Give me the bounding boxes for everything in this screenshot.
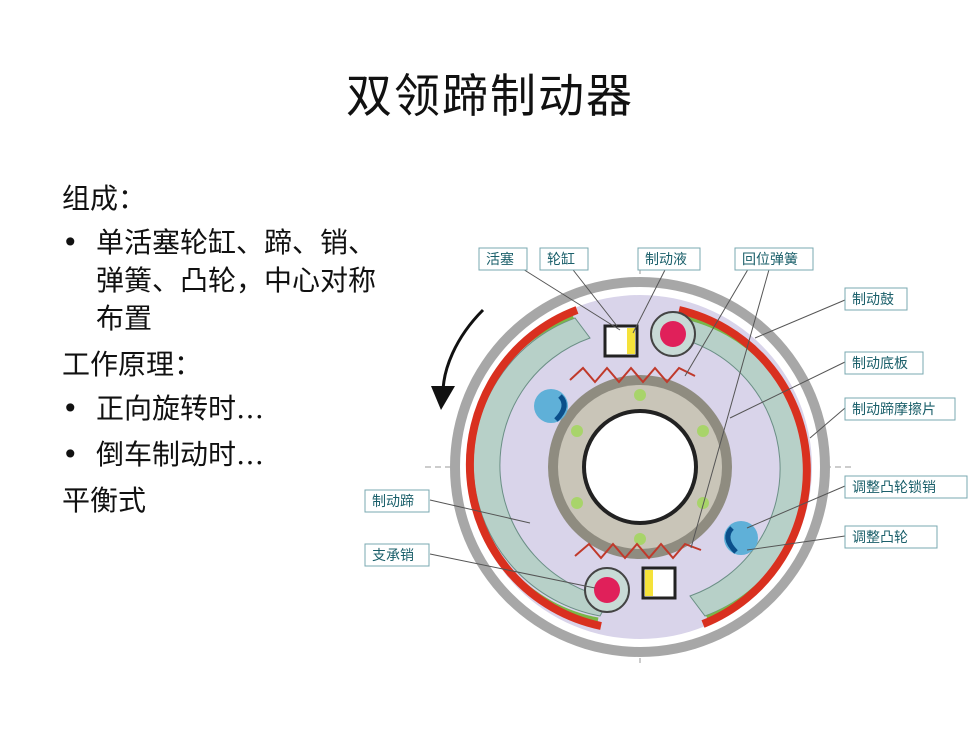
support-pin-bottom <box>594 577 620 603</box>
label-backing-plate: 制动底板 <box>844 351 924 375</box>
label-brake-drum: 制动鼓 <box>844 287 908 311</box>
hub-hole <box>582 409 698 525</box>
label-lining: 制动蹄摩擦片 <box>844 397 956 421</box>
return-spring-bottom <box>574 542 702 560</box>
lining-red-left <box>465 306 602 630</box>
svg-text:制动蹄: 制动蹄 <box>372 493 414 510</box>
composition-heading: 组成： <box>62 182 147 215</box>
label-wheel-cylinder: 轮缸 <box>539 247 589 271</box>
lining-red-right <box>678 306 811 628</box>
svg-text:调整凸轮: 调整凸轮 <box>852 530 908 546</box>
composition-bullet: • 单活塞轮缸、蹄、销、弹簧、凸轮，中心对称布置 <box>62 224 392 338</box>
support-pin-top <box>660 321 686 347</box>
adjust-cam-left <box>534 389 568 423</box>
bullet-dot-icon: • <box>62 438 79 471</box>
bullet-text: 单活塞轮缸、蹄、销、弹簧、凸轮，中心对称布置 <box>96 226 377 335</box>
hub-bolts <box>571 389 709 545</box>
svg-text:制动底板: 制动底板 <box>852 356 908 372</box>
label-adjust-cam: 调整凸轮 <box>844 525 938 549</box>
piston-bottom <box>645 570 653 596</box>
svg-text:回位弹簧: 回位弹簧 <box>742 252 798 268</box>
svg-text:支承销: 支承销 <box>372 548 414 564</box>
bullet-text: 倒车制动时… <box>96 438 265 471</box>
leader-lines <box>429 265 846 589</box>
principle-bullet: • 倒车制动时… <box>62 436 392 474</box>
bolt <box>571 425 583 437</box>
balanced-text: 平衡式 <box>62 484 147 517</box>
svg-text:制动液: 制动液 <box>645 252 687 268</box>
bolt <box>697 497 709 509</box>
svg-text:调整凸轮锁销: 调整凸轮锁销 <box>852 480 936 496</box>
rotation-arrowhead-icon <box>431 386 455 410</box>
bolt <box>634 389 646 401</box>
svg-text:制动鼓: 制动鼓 <box>852 292 894 308</box>
return-spring-top <box>569 366 696 384</box>
bullet-dot-icon: • <box>62 392 79 425</box>
slide-title: 双领蹄制动器 <box>346 69 634 123</box>
principle-heading: 工作原理： <box>62 348 203 381</box>
text-content: 组成： • 单活塞轮缸、蹄、销、弹簧、凸轮，中心对称布置 工作原理： • 正向旋… <box>62 180 392 526</box>
svg-text:活塞: 活塞 <box>486 251 514 268</box>
label-piston: 活塞 <box>478 247 528 271</box>
svg-text:制动蹄摩擦片: 制动蹄摩擦片 <box>852 401 936 418</box>
label-support-pin: 支承销 <box>364 543 430 567</box>
bolt <box>571 497 583 509</box>
bolt <box>634 533 646 545</box>
bullet-dot-icon: • <box>62 226 79 259</box>
principle-bullet: • 正向旋转时… <box>62 390 392 428</box>
piston-top <box>627 328 635 354</box>
brake-diagram: 活塞 轮缸 制动液 回位弹簧 制动鼓 制动底板 制动蹄摩擦片 调整凸轮锁销 调整… <box>364 247 968 663</box>
bolt <box>697 425 709 437</box>
label-brake-shoe: 制动蹄 <box>364 489 430 513</box>
svg-text:轮缸: 轮缸 <box>547 251 575 268</box>
bullet-text: 正向旋转时… <box>96 392 265 425</box>
wheel-cylinder-bottom <box>641 566 677 600</box>
label-brake-fluid: 制动液 <box>637 247 701 271</box>
rotation-arrow-icon <box>441 308 485 394</box>
label-return-spring: 回位弹簧 <box>734 247 814 271</box>
label-cam-lock-pin: 调整凸轮锁销 <box>844 475 968 499</box>
adjust-cam-right <box>724 521 758 555</box>
